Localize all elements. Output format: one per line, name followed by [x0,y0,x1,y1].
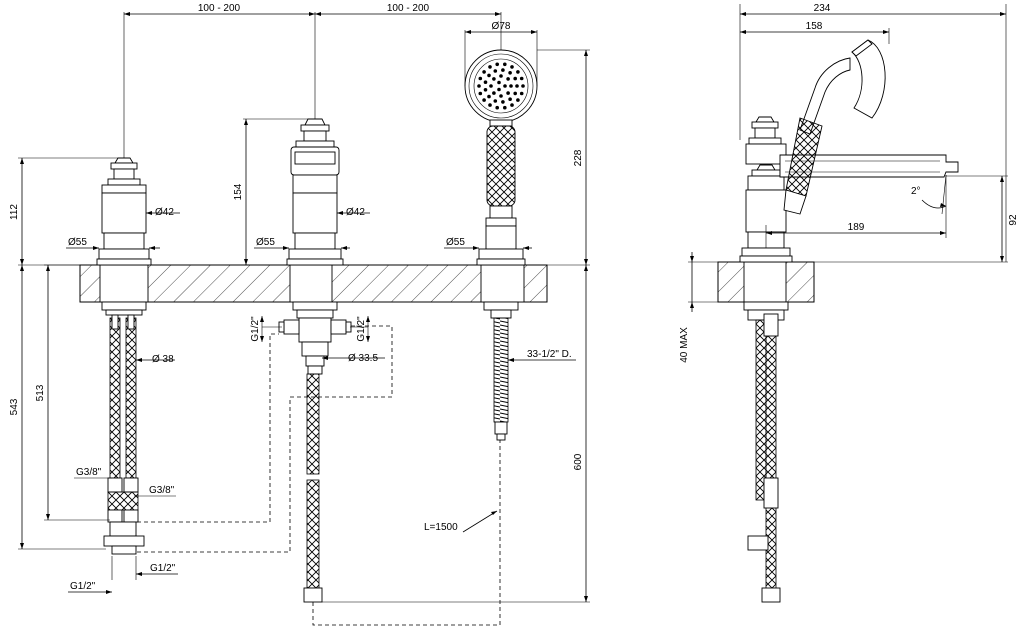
diverter-dia-label: Ø 33.5 [348,353,378,364]
nozzle-hole [501,68,505,72]
length-513-label: 513 [35,384,46,401]
nozzle-hole [510,65,514,69]
handle-height-mid-label: 154 [233,183,244,200]
shower-height-label: 228 [573,149,584,166]
spout-height-label: 92 [1008,214,1019,226]
nozzle-hole [492,91,496,95]
thread-g12-a-label: G1/2" [150,563,176,574]
nozzle-hole [503,62,507,67]
nozzle-hole [501,100,505,104]
nozzle-hole [513,76,517,81]
nozzle-hole [509,84,513,88]
thread-g38-a-label: G3/8" [76,467,102,478]
nozzle-hole [506,77,510,81]
nozzle-hole [508,97,512,101]
spacing-1-label: 100 - 200 [198,3,241,14]
left-valve [96,157,152,555]
base-dia-left-label: Ø55 [68,237,87,248]
nozzle-hole [495,105,500,110]
nozzle-hole [516,98,520,102]
nozzle-hole [488,103,492,107]
diverter-thread-right-label: G1/2" [356,316,367,342]
handle-height-left-label: 112 [9,204,20,220]
nozzle-hole [483,88,488,92]
spacing-2-label: 100 - 200 [387,3,430,14]
nozzle-hole [510,103,514,107]
nozzle-hole [478,91,483,96]
side-spout-reach-label: 158 [806,21,823,32]
shower-head-dia-label: Ø78 [492,21,511,32]
nozzle-hole [503,105,507,110]
hose-dia-label: Ø 38 [152,354,174,365]
deck-section [18,264,590,303]
base-dia-mid-label: Ø55 [256,237,275,248]
nozzle-hole [482,98,486,102]
hand-shower [464,49,538,441]
length-600-label: 600 [573,453,584,470]
side-total-width-label: 234 [814,3,831,14]
nozzle-hole [497,87,501,92]
nozzle-hole [487,73,491,78]
nozzle-hole [487,94,491,99]
nozzle-hole [506,91,510,95]
nozzle-hole [482,70,486,74]
body-dia-mid-label: Ø42 [346,207,365,218]
nozzle-hole [497,80,501,85]
nozzle-hole [492,77,496,81]
nozzle-hole [519,76,524,81]
nozzle-hole [489,84,493,88]
nozzle-hole [495,62,500,67]
shower-hose-length-label: L=1500 [424,522,458,533]
nozzle-hole [493,99,498,103]
spout-angle-label: 2° [911,186,921,197]
nozzle-hole [488,65,492,69]
nozzle-hole [478,76,483,81]
thread-g38-b-label: G3/8" [149,485,175,496]
nozzle-hole [521,84,525,88]
base-dia-right-label: Ø55 [446,237,465,248]
side-view: 234 158 2° 92 189 40 MAX [679,3,1019,603]
diverter-thread-left-label: G1/2" [250,316,261,342]
nozzle-hole [508,71,512,75]
nozzle-hole [483,80,488,84]
shower-connection-label: 33-1/2" D. [527,349,572,360]
length-543-label: 543 [9,398,20,415]
nozzle-hole [499,94,503,98]
nozzle-hole [516,70,520,74]
nozzle-hole [477,84,481,88]
nozzle-hole [513,91,517,96]
nozzle-hole [515,84,519,88]
middle-valve [278,118,352,603]
nozzle-hole [499,74,503,78]
front-dimensions: 100 - 200 100 - 200 Ø78 112 154 228 Ø42 … [9,3,590,603]
nozzle-hole [503,84,507,88]
hose-routing [137,325,501,626]
thread-g12-b-label: G1/2" [70,581,96,592]
body-dia-left-label: Ø42 [155,207,174,218]
nozzle-hole [519,91,524,96]
deck-thickness-label: 40 MAX [679,327,690,363]
nozzle-hole [493,69,498,73]
spout-length-label: 189 [848,222,865,233]
shower-holes [477,62,525,110]
